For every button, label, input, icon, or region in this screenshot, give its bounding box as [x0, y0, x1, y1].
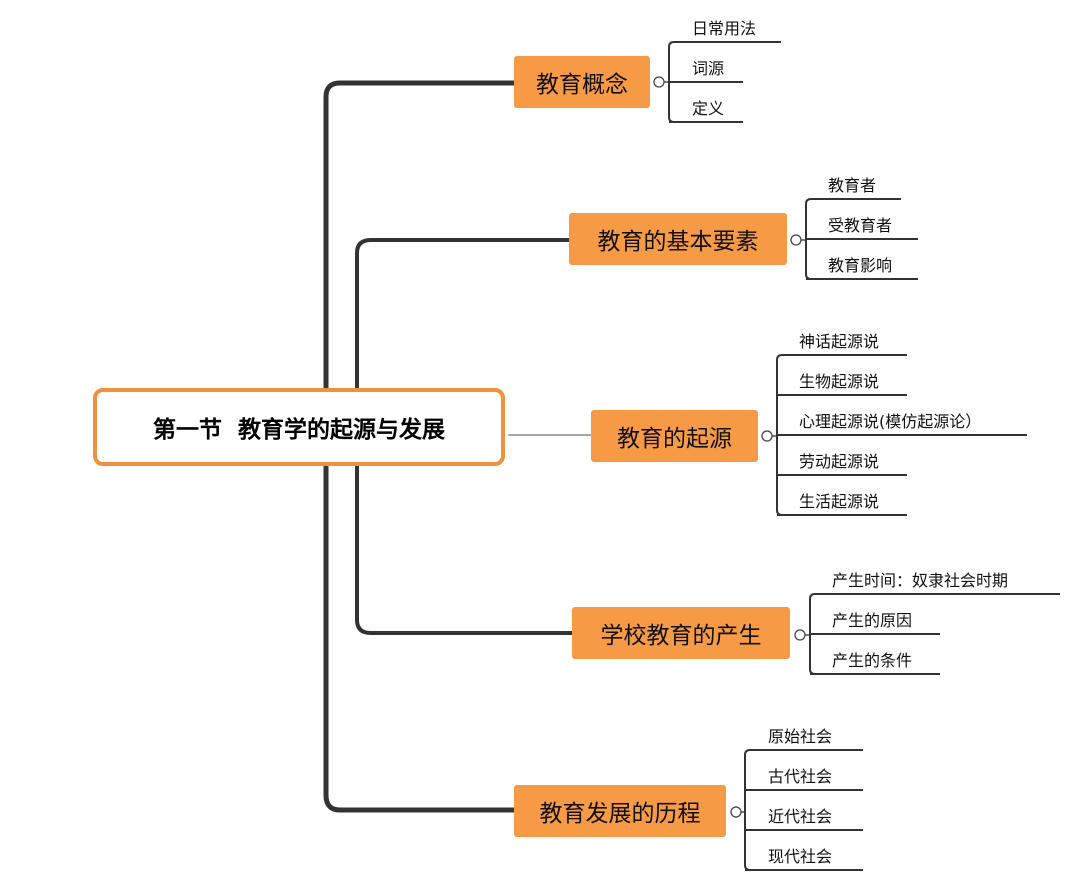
leaf-item[interactable]: 近代社会 — [768, 807, 833, 826]
leaf-item[interactable]: 神话起源说 — [799, 332, 880, 351]
trunk-inner — [355, 238, 571, 390]
leaf-item[interactable]: 心理起源说(模仿起源论） — [799, 412, 982, 431]
leaf-item[interactable]: 产生时间：奴隶社会时期 — [832, 571, 1009, 590]
collapse-toggle-icon[interactable] — [730, 806, 742, 818]
leaf-item[interactable]: 产生的条件 — [832, 651, 913, 670]
leaf-item[interactable]: 受教育者 — [828, 216, 893, 235]
branch-origin[interactable]: 教育的起源 — [591, 410, 758, 462]
leaf-item[interactable]: 劳动起源说 — [799, 452, 880, 471]
leaf-item[interactable]: 产生的原因 — [832, 611, 913, 630]
leaf-underline — [668, 41, 781, 48]
leaf-underline — [805, 198, 901, 205]
leaf-bar — [809, 599, 816, 675]
collapse-toggle-icon[interactable] — [653, 76, 665, 88]
trunk-outer — [323, 80, 517, 391]
collapse-toggle-icon[interactable] — [790, 234, 802, 246]
leaf-item[interactable]: 古代社会 — [768, 767, 833, 786]
leaf-bar — [805, 204, 812, 280]
branch-school-education[interactable]: 学校教育的产生 — [572, 607, 790, 659]
leaf-underline — [744, 749, 863, 756]
branch-basic-elements[interactable]: 教育的基本要素 — [569, 213, 787, 265]
trunk-outer-bottom — [323, 465, 517, 813]
collapse-toggle-icon[interactable] — [794, 629, 806, 641]
leaf-item[interactable]: 生物起源说 — [799, 372, 880, 391]
leaf-item[interactable]: 生活起源说 — [799, 492, 880, 511]
leaf-item[interactable]: 原始社会 — [768, 727, 833, 746]
branch-development[interactable]: 教育发展的历程 — [514, 785, 726, 837]
leaf-bar — [668, 47, 675, 123]
leaf-underline — [776, 354, 907, 361]
leaf-item[interactable]: 教育影响 — [828, 256, 893, 275]
trunk-inner-bottom — [355, 466, 574, 635]
leaf-item[interactable]: 日常用法 — [692, 19, 757, 38]
root-node[interactable]: 第一节 教育学的起源与发展 — [93, 388, 505, 466]
collapse-toggle-icon[interactable] — [761, 430, 773, 442]
leaf-item[interactable]: 定义 — [692, 99, 725, 118]
branch-concept[interactable]: 教育概念 — [514, 56, 650, 108]
leaf-item[interactable]: 教育者 — [828, 176, 877, 195]
leaf-item[interactable]: 词源 — [692, 59, 725, 78]
leaf-bar — [744, 755, 751, 871]
leaf-item[interactable]: 现代社会 — [768, 847, 833, 866]
leaf-underline — [809, 593, 1060, 600]
leaf-bar — [776, 360, 783, 516]
